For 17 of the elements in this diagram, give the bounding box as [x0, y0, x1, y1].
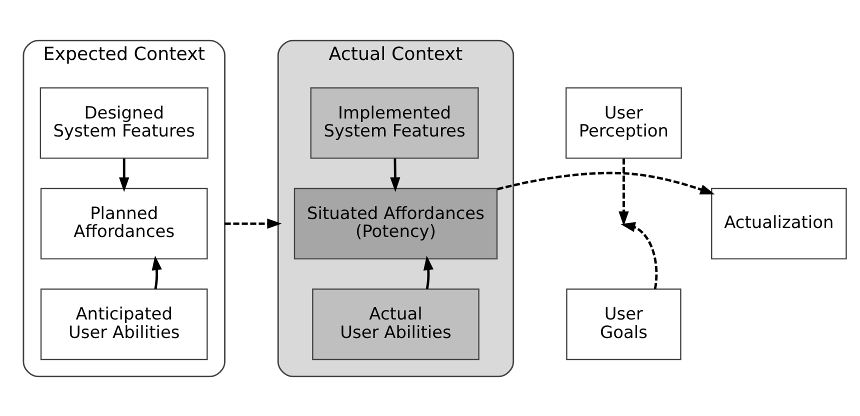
node-box: Anticipated User Abilities	[40, 288, 208, 360]
node-box: Designed System Features	[40, 86, 208, 158]
node-box: Actualization	[711, 187, 847, 259]
arrow	[224, 218, 282, 228]
node-box: User Perception	[566, 86, 682, 158]
arrow	[152, 255, 162, 289]
arrow	[618, 158, 629, 226]
arrow	[423, 255, 434, 289]
node-box: Implemented System Features	[310, 86, 479, 158]
node-box: Planned Affordances	[40, 187, 208, 259]
arrow	[620, 222, 658, 289]
node-box: User Goals	[566, 288, 682, 360]
arrow	[497, 171, 715, 194]
node-box: Actual User Abilities	[312, 288, 480, 360]
node-box: Situated Affordances (Potency)	[294, 187, 498, 259]
arrow	[119, 158, 130, 192]
arrow	[390, 158, 400, 192]
